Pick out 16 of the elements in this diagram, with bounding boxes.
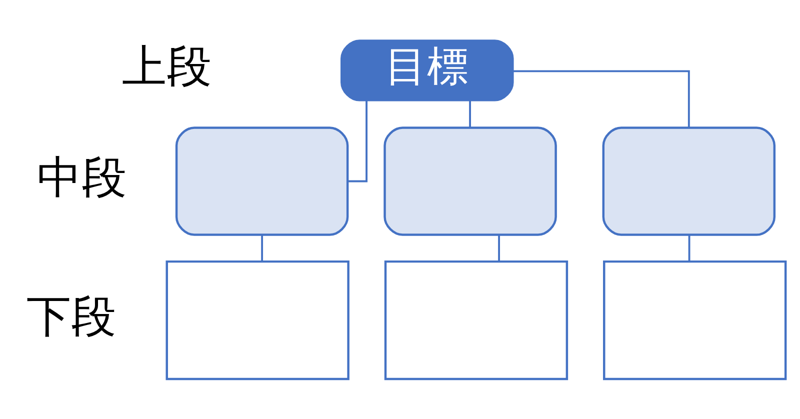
connector <box>498 235 500 262</box>
connector <box>512 70 690 128</box>
node-box <box>175 126 349 236</box>
node-box <box>166 260 350 380</box>
node-box <box>603 260 787 380</box>
connector <box>261 235 264 262</box>
connector <box>348 100 368 182</box>
label: 下段 <box>26 290 117 342</box>
node-box: 目標 <box>340 40 514 102</box>
node-box <box>384 260 568 380</box>
label: 上段 <box>122 40 212 93</box>
connector <box>469 100 471 128</box>
label: 中段 <box>37 151 128 204</box>
node-box <box>384 126 557 236</box>
node-box <box>602 126 776 236</box>
connector <box>688 235 690 262</box>
